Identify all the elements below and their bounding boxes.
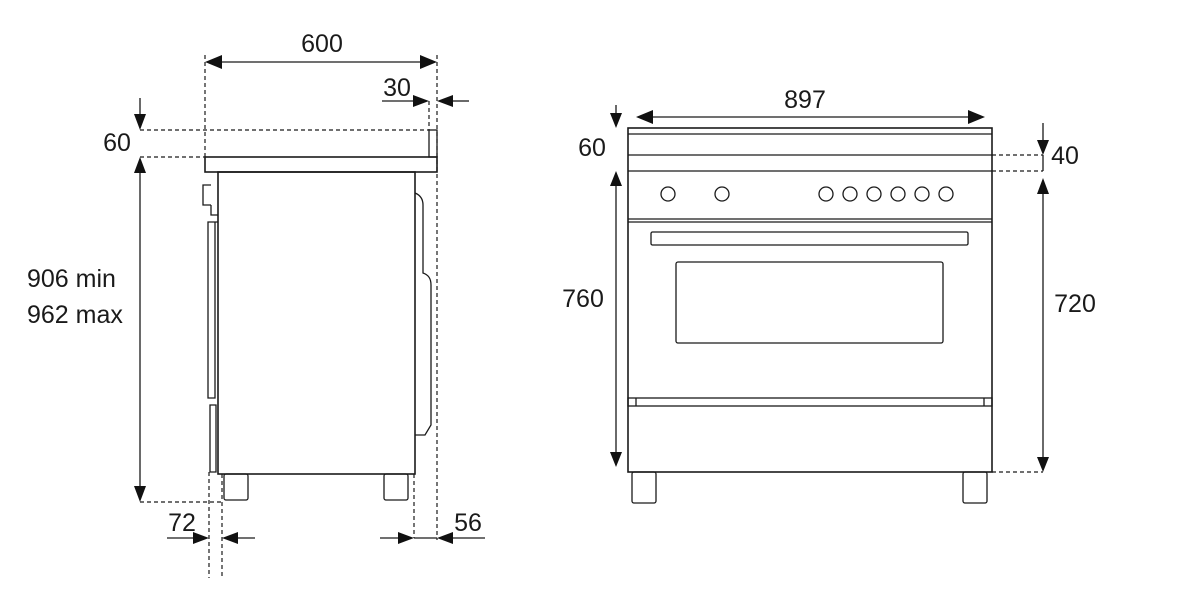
knob-icon [866,186,882,202]
front-foot-left [631,471,657,504]
dimension-760: 760 [562,186,622,467]
dimension-60-side: 60 [103,98,429,173]
dimension-56: 56 [380,474,485,544]
dimension-897: 897 [636,86,985,124]
dim-label-906-min: 906 min [27,265,116,293]
arrow-down-icon [610,452,622,467]
arrow-down-icon [610,113,622,128]
arrow-right-icon [420,55,437,69]
drawer-handle [627,397,993,407]
dim-label-962-max: 962 max [27,301,123,329]
dim-label-40: 40 [1051,142,1079,170]
knob-icon [890,186,906,202]
dim-label-720: 720 [1054,290,1096,318]
oven-window [675,261,944,344]
arrow-left-icon [636,110,653,124]
dimension-60-front: 60 [578,105,622,186]
side-view: 600 30 60 906 min 962 max [27,30,485,578]
side-back-profile [414,192,432,436]
dim-label-72: 72 [168,509,196,537]
dim-label-897: 897 [784,86,826,114]
side-cooker-outline [202,129,438,501]
side-oven-door [207,221,218,399]
side-drawer [209,404,217,473]
knob-icon [914,186,930,202]
knob-icon [660,186,676,202]
knob-icon [938,186,954,202]
side-body [217,171,416,475]
arrow-left-icon [437,95,453,107]
dimension-720: 720 [992,194,1096,473]
knob-icon [714,186,730,202]
arrow-down-icon [1037,140,1049,155]
front-knobs [660,186,954,202]
side-foot-front [223,473,249,501]
arrow-up-icon [134,157,146,173]
dim-label-600: 600 [301,30,343,58]
dimension-30: 30 [382,74,469,130]
dim-label-760: 760 [562,285,604,313]
dim-label-56: 56 [454,509,482,537]
dimension-40: 40 [992,123,1079,194]
front-view: 897 60 760 40 [562,86,1096,504]
oven-door-handle [650,231,969,246]
arrow-left-icon [222,532,238,544]
side-foot-back [383,473,409,501]
dim-label-60: 60 [103,129,131,157]
arrow-right-icon [193,532,209,544]
dim-label-30: 30 [383,74,411,102]
arrow-down-icon [134,114,146,130]
front-foot-right [962,471,988,504]
knob-icon [842,186,858,202]
arrow-down-icon [134,486,146,502]
side-backguard [428,129,438,158]
arrow-right-icon [413,95,429,107]
arrow-up-icon [610,171,622,186]
side-worktop [204,156,438,173]
dimension-600: 600 [204,30,438,540]
dimension-72: 72 [167,472,255,578]
arrow-left-icon [437,532,453,544]
side-knob [202,184,218,216]
front-cooker-outline [627,127,993,504]
arrow-left-icon [205,55,222,69]
dimension-height-side: 906 min 962 max [27,173,224,503]
arrow-up-icon [1037,178,1049,194]
front-body [627,127,993,473]
arrow-right-icon [398,532,414,544]
knob-icon [818,186,834,202]
arrow-right-icon [968,110,985,124]
arrow-down-icon [1037,457,1049,472]
dim-label-60-front: 60 [578,134,606,162]
